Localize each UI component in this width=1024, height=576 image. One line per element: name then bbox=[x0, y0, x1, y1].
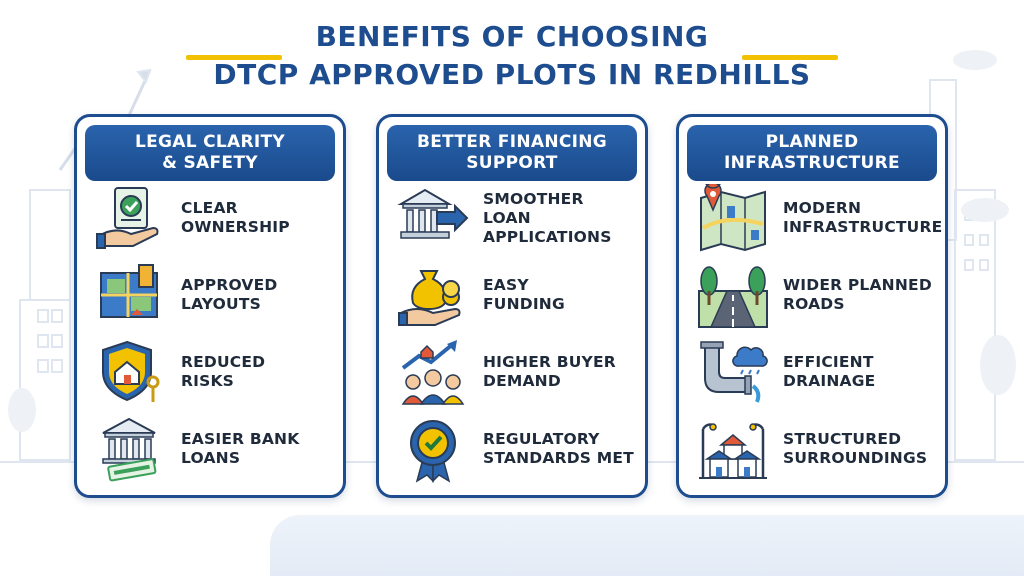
card-heading-line-2: SUPPORT bbox=[466, 153, 558, 173]
benefit-item: REDUCED RISKS bbox=[95, 337, 335, 407]
title-line-2: DTCP APPROVED PLOTS IN REDHILLS bbox=[213, 58, 811, 91]
badge-check-icon bbox=[410, 420, 456, 483]
card-heading: PLANNED INFRASTRUCTURE bbox=[687, 125, 937, 181]
road-trees-icon bbox=[698, 266, 768, 328]
benefit-item: HIGHER BUYER DEMAND bbox=[397, 337, 637, 407]
card-heading-line-1: BETTER FINANCING bbox=[416, 132, 608, 152]
item-label-line-1: REGULATORY bbox=[483, 430, 600, 448]
title: BENEFITS OF CHOOSING DTCP APPROVED PLOTS… bbox=[0, 18, 1024, 94]
card-heading-line-1: LEGAL CLARITY bbox=[135, 132, 285, 152]
drain-pipe-rain-icon bbox=[700, 341, 768, 403]
item-label-line-2: INFRASTRUCTURE bbox=[783, 218, 943, 236]
item-label-line-1: REDUCED bbox=[181, 353, 266, 371]
benefit-item: WIDER PLANNED ROADS bbox=[697, 260, 937, 330]
benefit-item: EASIER BANK LOANS bbox=[95, 414, 335, 484]
item-label-line-2: LAYOUTS bbox=[181, 295, 261, 313]
layout-map-icon bbox=[100, 264, 158, 318]
item-label-line-2: DRAINAGE bbox=[783, 372, 876, 390]
item-label-line-2: LOANS bbox=[181, 449, 241, 467]
card-heading-line-2: INFRASTRUCTURE bbox=[724, 153, 900, 173]
house-shield-keys-icon bbox=[102, 340, 160, 402]
item-label-line-1: CLEAR bbox=[181, 199, 238, 217]
benefit-item: APPROVED LAYOUTS bbox=[95, 260, 335, 330]
card-heading-line-2: & SAFETY bbox=[162, 153, 258, 173]
title-line-1: BENEFITS OF CHOOSING bbox=[315, 20, 709, 53]
item-label-line-2: OWNERSHIP bbox=[181, 218, 290, 236]
item-label-line-1: EASIER BANK bbox=[181, 430, 300, 448]
item-label-line-1: APPROVED bbox=[181, 276, 278, 294]
card-heading-line-1: PLANNED bbox=[765, 132, 859, 152]
card-planned-infrastructure: PLANNED INFRASTRUCTURE MODERN INFRASTRUC… bbox=[676, 114, 948, 498]
benefit-item: MODERN INFRASTRUCTURE bbox=[697, 183, 942, 253]
benefit-item: REGULATORY STANDARDS MET bbox=[397, 414, 637, 484]
card-better-financing: BETTER FINANCING SUPPORT SMOOTHER LOAN A… bbox=[376, 114, 648, 498]
bottom-decoration bbox=[270, 515, 1024, 576]
item-label-line-2: FUNDING bbox=[483, 295, 565, 313]
houses-streetlights-icon bbox=[699, 423, 767, 479]
item-label-line-1: HIGHER BUYER bbox=[483, 353, 616, 371]
item-label-line-1: EASY bbox=[483, 276, 529, 294]
item-label-line-2: ROADS bbox=[783, 295, 845, 313]
benefit-item: CLEAR OWNERSHIP bbox=[95, 183, 335, 253]
bank-approved-stamp-icon bbox=[102, 417, 157, 482]
card-heading: BETTER FINANCING SUPPORT bbox=[387, 125, 637, 181]
item-label-line-1: SMOOTHER LOAN bbox=[483, 189, 584, 227]
benefit-item: SMOOTHER LOAN APPLICATIONS bbox=[397, 183, 637, 253]
bank-arrow-icon bbox=[397, 188, 469, 239]
benefit-item: EFFICIENT DRAINAGE bbox=[697, 337, 937, 407]
benefit-item: STRUCTURED SURROUNDINGS bbox=[697, 414, 937, 484]
title-accent-right bbox=[742, 55, 838, 60]
buyers-growth-icon bbox=[401, 340, 465, 405]
item-label-line-1: MODERN bbox=[783, 199, 862, 217]
document-check-hand-icon bbox=[96, 187, 159, 249]
benefit-item: EASY FUNDING bbox=[397, 260, 637, 330]
item-label-line-2: APPLICATIONS bbox=[483, 227, 612, 246]
item-label-line-2: STANDARDS MET bbox=[483, 449, 634, 467]
item-label-line-2: DEMAND bbox=[483, 372, 561, 390]
title-accent-left bbox=[186, 55, 282, 60]
card-heading: LEGAL CLARITY & SAFETY bbox=[85, 125, 335, 181]
item-label-line-1: WIDER PLANNED bbox=[783, 276, 932, 294]
card-legal-clarity: LEGAL CLARITY & SAFETY CLEAR OWNERSHIP bbox=[74, 114, 346, 498]
item-label-line-1: STRUCTURED bbox=[783, 430, 902, 448]
money-bag-hand-icon bbox=[398, 270, 461, 326]
city-map-pin-icon bbox=[700, 184, 766, 252]
item-label-line-2: SURROUNDINGS bbox=[783, 449, 928, 467]
item-label-line-1: EFFICIENT bbox=[783, 353, 874, 371]
item-label-line-2: RISKS bbox=[181, 372, 235, 390]
